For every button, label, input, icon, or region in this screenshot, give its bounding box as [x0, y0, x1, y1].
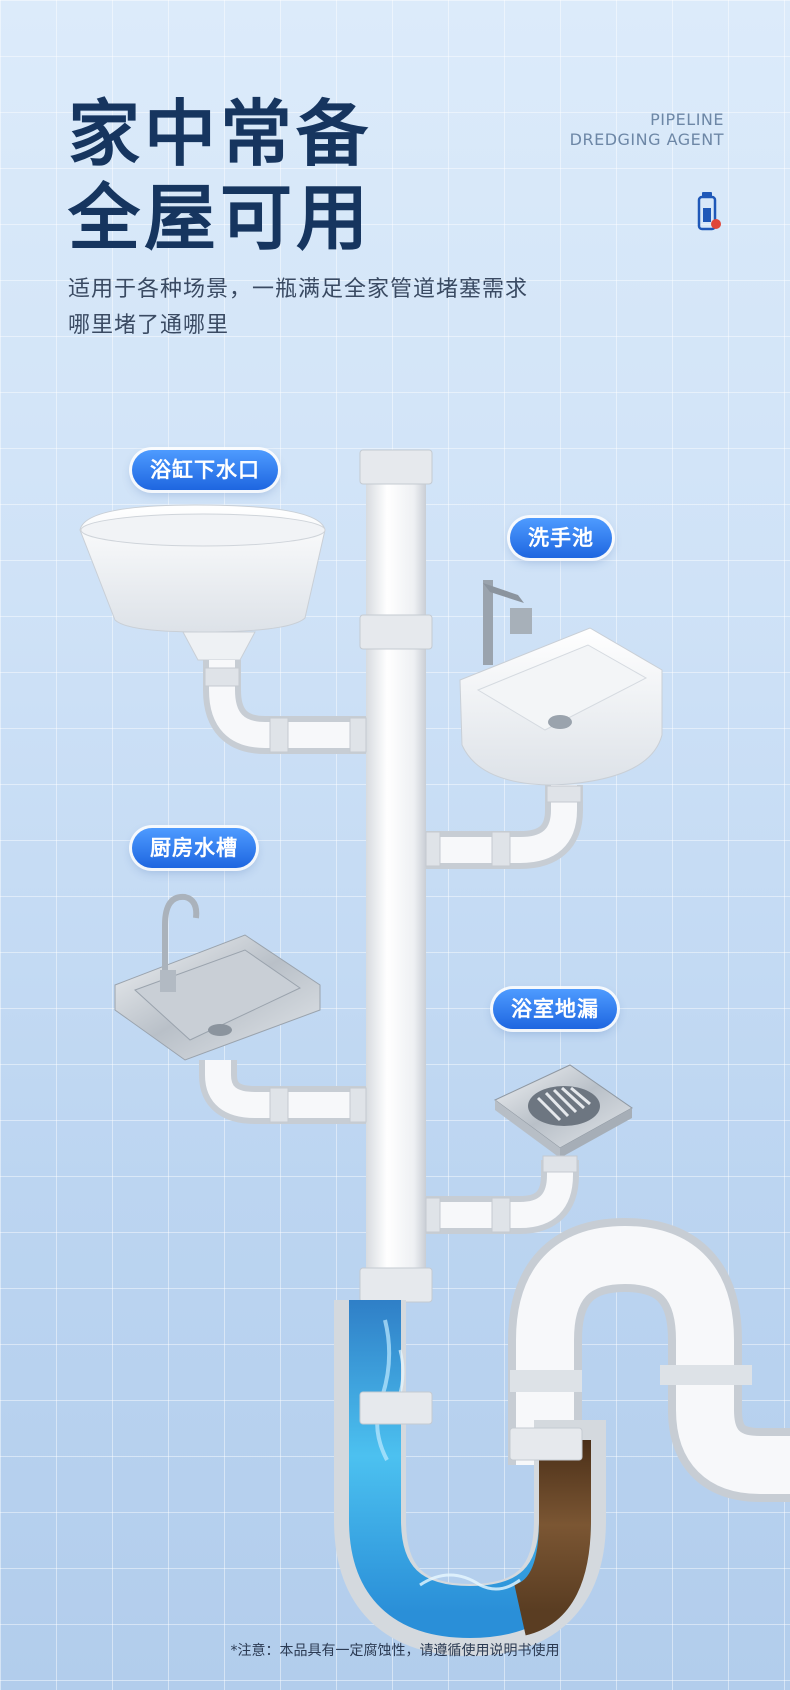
- tag-floor-drain: 浴室地漏: [493, 989, 617, 1029]
- main-vertical-pipe: [366, 460, 426, 1300]
- english-line-2: DREDGING AGENT: [569, 130, 724, 149]
- english-line-1: PIPELINE: [650, 110, 724, 129]
- subtitle-line-2: 哪里堵了通哪里: [68, 313, 230, 338]
- washbasin-illustration: [425, 580, 663, 869]
- s-trap-pipe: [508, 1217, 790, 1502]
- u-trap-cutaway: [334, 1300, 606, 1657]
- subtitle: 适用于各种场景，一瓶满足全家管道堵塞需求 哪里堵了通哪里: [68, 272, 528, 344]
- bathtub-illustration: [79, 504, 367, 754]
- english-caption: PIPELINE DREDGING AGENT: [570, 110, 724, 150]
- caution-note: *注意：本品具有一定腐蚀性，请遵循使用说明书使用: [230, 1643, 560, 1659]
- title-line-1: 家中常备: [68, 92, 373, 176]
- tag-kitchen-sink: 厨房水槽: [132, 828, 256, 868]
- tag-washbasin: 洗手池: [510, 518, 612, 558]
- bottle-icon: [697, 192, 721, 231]
- page-title: 家中常备 全屋可用: [68, 92, 372, 260]
- tag-bathtub-drain: 浴缸下水口: [132, 450, 278, 490]
- kitchen-sink-illustration: [114, 893, 367, 1124]
- title-line-2: 全屋可用: [68, 176, 373, 260]
- subtitle-line-1: 适用于各种场景，一瓶满足全家管道堵塞需求: [68, 277, 529, 302]
- floor-drain-illustration: [425, 1064, 633, 1234]
